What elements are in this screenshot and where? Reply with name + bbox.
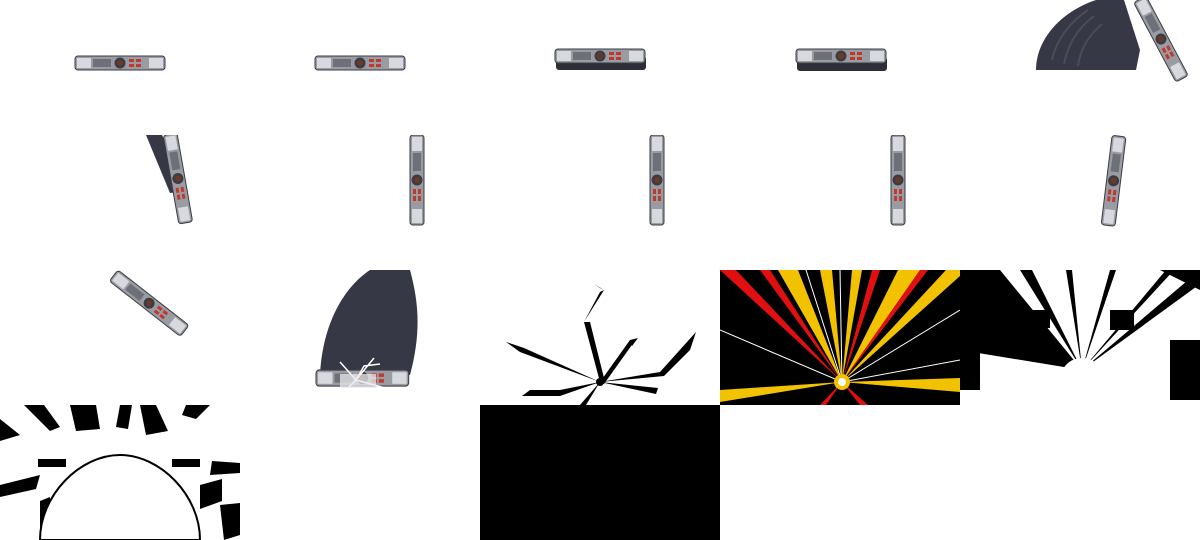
belt-sprite bbox=[74, 55, 166, 71]
frame-9-belt-vertical bbox=[720, 135, 960, 270]
belt-sprite bbox=[146, 135, 194, 225]
frame-14-burst-flash bbox=[720, 270, 960, 405]
frame-17-blank bbox=[240, 405, 480, 540]
belt-shadow-sprite bbox=[554, 48, 646, 70]
bw-tunnel-sprite bbox=[0, 405, 240, 540]
frame-10-belt-tilt-right bbox=[960, 135, 1200, 270]
fist-crack-sprite bbox=[315, 270, 418, 393]
belt-sprite bbox=[649, 135, 665, 226]
belt-sprite bbox=[314, 55, 406, 71]
burst-sprite bbox=[720, 270, 960, 405]
belt-sprite bbox=[108, 270, 190, 337]
bw-burst-sprite bbox=[960, 270, 1200, 405]
frame-16-bw-tunnel bbox=[0, 405, 240, 540]
black-frame bbox=[480, 405, 720, 540]
frame-2-belt bbox=[240, 0, 480, 135]
frame-6-belt-tilt bbox=[0, 135, 240, 270]
frame-1-belt bbox=[0, 0, 240, 135]
belt-shadow-sprite bbox=[795, 48, 887, 71]
belt-sprite bbox=[1100, 135, 1127, 227]
frame-5-fist-belt bbox=[960, 0, 1200, 135]
frame-13-crack-lines bbox=[480, 270, 720, 405]
belt-sprite bbox=[890, 135, 906, 226]
frame-19-blank bbox=[720, 405, 960, 540]
frame-8-belt-vertical bbox=[480, 135, 720, 270]
frame-15-bw-burst bbox=[960, 270, 1200, 405]
frame-7-belt-vertical bbox=[240, 135, 480, 270]
frame-20-blank bbox=[960, 405, 1200, 540]
crack-sprite bbox=[506, 284, 696, 405]
fist-sprite bbox=[1036, 0, 1189, 83]
frame-12-fist-crack bbox=[240, 270, 480, 405]
frame-18-black bbox=[480, 405, 720, 540]
belt-sprite bbox=[409, 135, 425, 226]
frame-11-belt-diagonal bbox=[0, 270, 240, 405]
frame-4-belt-shadow bbox=[720, 0, 960, 135]
frame-3-belt-shadow bbox=[480, 0, 720, 135]
